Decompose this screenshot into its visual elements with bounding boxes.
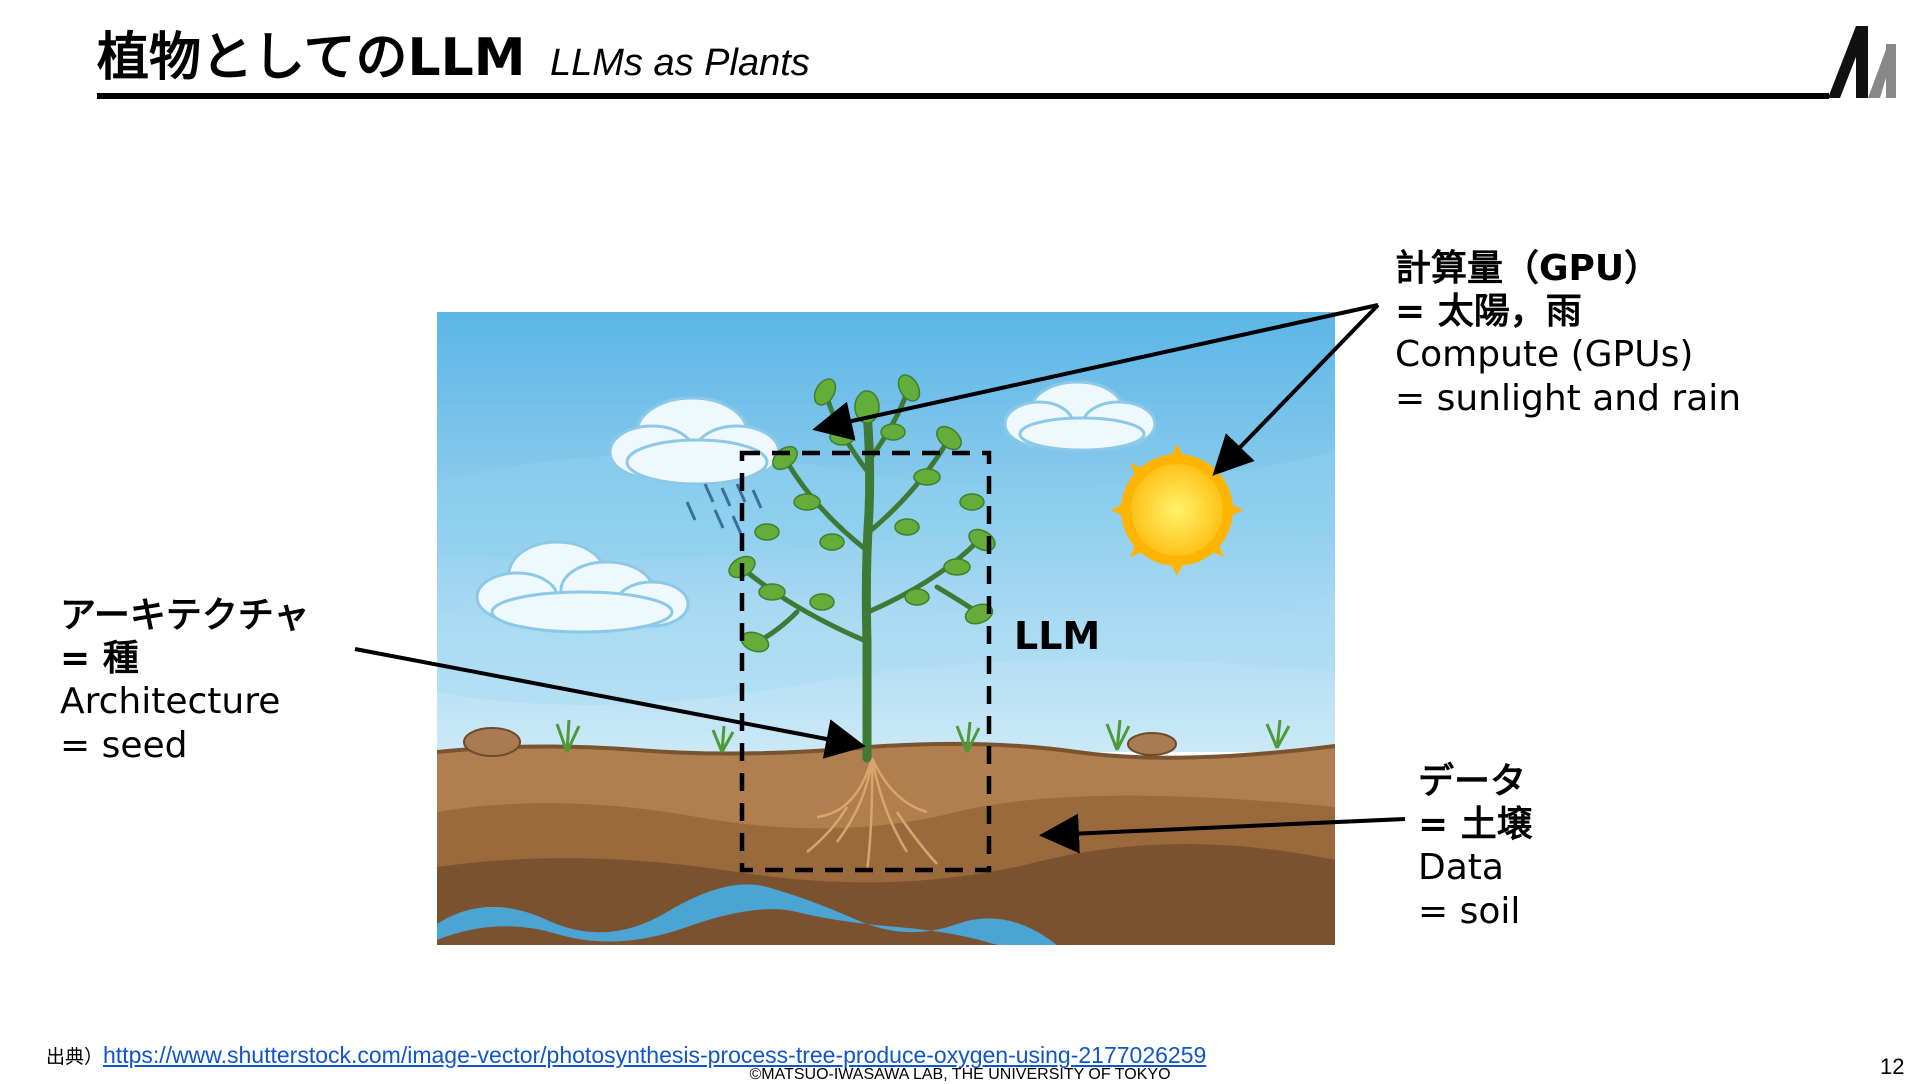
data-label-en-line2: = soil <box>1418 890 1533 933</box>
photosynthesis-illustration <box>437 312 1335 945</box>
compute-label: 計算量（GPU） = 太陽，雨 Compute (GPUs) = sunligh… <box>1395 247 1741 420</box>
compute-label-jp-line1: 計算量（GPU） <box>1395 247 1741 290</box>
compute-label-en-line2: = sunlight and rain <box>1395 377 1741 420</box>
copyright-notice: ©MATSUO-IWASAWA LAB, THE UNIVERSITY OF T… <box>0 1066 1920 1084</box>
lab-logo-icon <box>1828 26 1896 98</box>
compute-label-jp-line2: = 太陽，雨 <box>1395 290 1741 333</box>
data-label: データ = 土壌 Data = soil <box>1418 760 1533 933</box>
page-number: 12 <box>1880 1054 1904 1080</box>
page-title: 植物としてのLLM <box>97 26 525 90</box>
page-subtitle: LLMs as Plants <box>550 40 810 86</box>
architecture-label-jp-line1: アーキテクチャ <box>60 594 309 637</box>
architecture-label-jp-line2: = 種 <box>60 637 309 680</box>
source-citation: 出典）https://www.shutterstock.com/image-ve… <box>46 1042 1206 1069</box>
architecture-label-en-line2: = seed <box>60 724 309 767</box>
source-link[interactable]: https://www.shutterstock.com/image-vecto… <box>103 1042 1206 1068</box>
compute-label-en-line1: Compute (GPUs) <box>1395 333 1741 376</box>
data-label-jp-line2: = 土壌 <box>1418 803 1533 846</box>
llm-label: LLM <box>1014 614 1100 658</box>
architecture-label: アーキテクチャ = 種 Architecture = seed <box>60 594 309 767</box>
architecture-label-en-line1: Architecture <box>60 680 309 723</box>
source-prefix: 出典） <box>46 1046 103 1068</box>
title-divider <box>97 93 1829 99</box>
data-label-en-line1: Data <box>1418 846 1533 889</box>
sun-icon <box>1111 444 1243 576</box>
data-label-jp-line1: データ <box>1418 760 1533 803</box>
